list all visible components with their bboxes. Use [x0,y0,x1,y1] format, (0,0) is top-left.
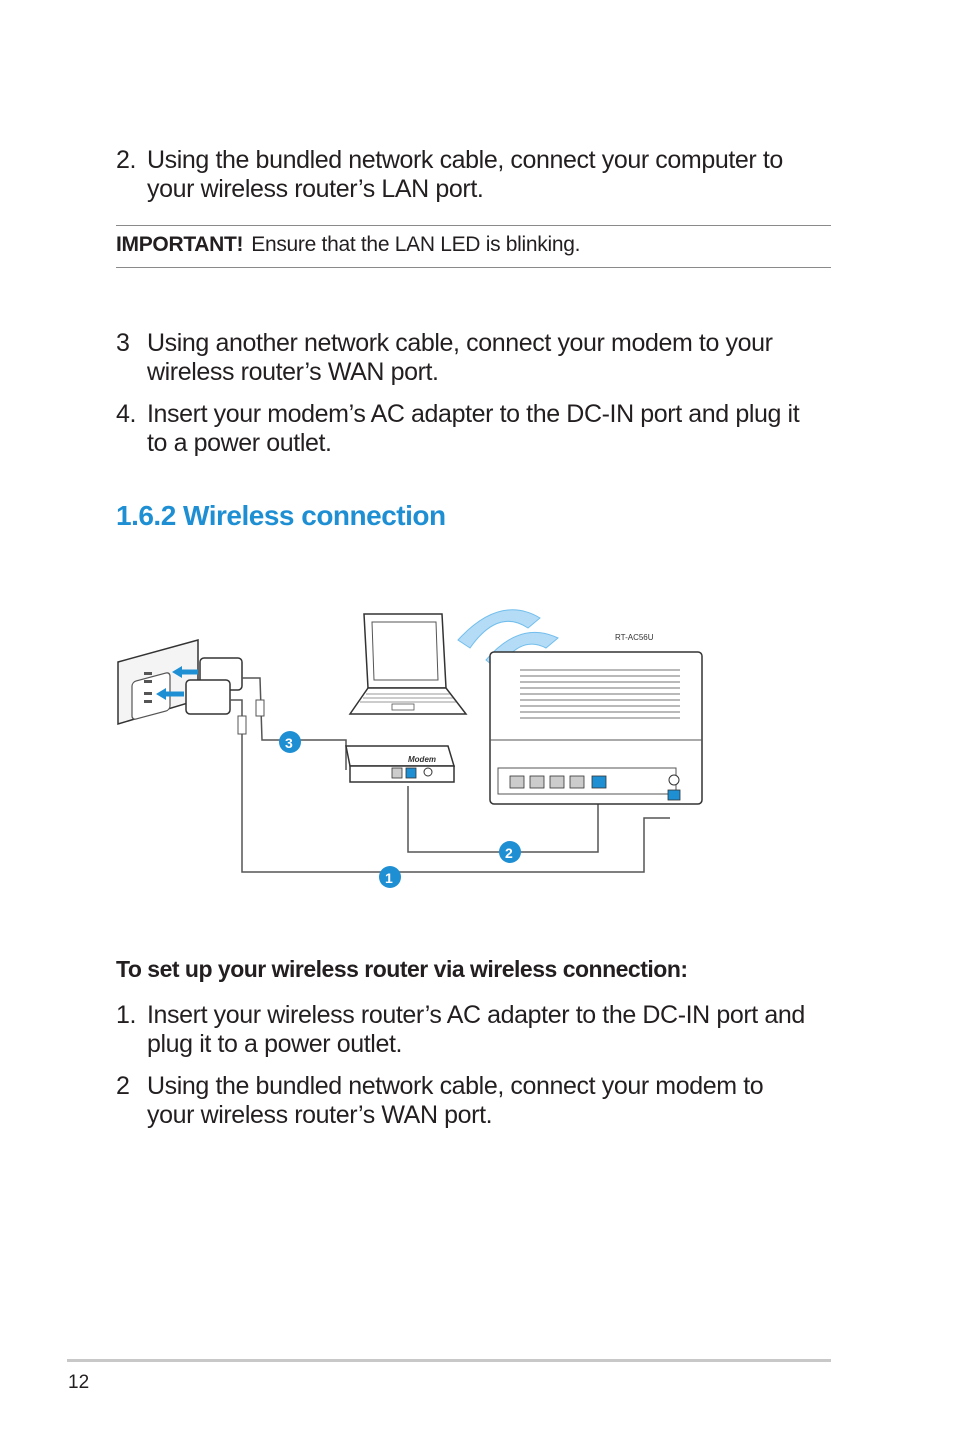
svg-text:2: 2 [505,845,513,861]
note-bottom-rule [116,267,831,268]
step-4-modem-power: 4. Insert your modem’s AC adapter to the… [116,400,816,458]
footer-rule [67,1359,831,1362]
modem-icon: Modem [345,745,456,783]
step-2-modem-wan: 2 Using the bundled network cable, conne… [116,1072,816,1130]
ac-adapters [156,657,243,715]
procedure-heading: To set up your wireless router via wirel… [116,956,688,982]
step-text: Insert your wireless router’s AC adapter… [147,1001,805,1058]
callout-1: 1 [379,866,401,888]
step-number: 3 [116,329,130,357]
router-model-label: RT-AC56U [615,633,654,642]
step-number: 2. [116,146,137,174]
note-top-rule [116,225,831,226]
svg-text:1: 1 [385,870,393,886]
router-rt-ac56u: RT-AC56U [489,633,703,805]
step-text: Insert your modem’s AC adapter to the DC… [147,400,800,457]
important-note: IMPORTANT! Ensure that the LAN LED is bli… [116,232,580,258]
important-text: Ensure that the LAN LED is blinking. [251,233,581,256]
callout-2: 2 [499,841,521,863]
section-title: 1.6.2 Wireless connection [116,500,446,531]
step-text: Using another network cable, connect you… [147,329,773,386]
page-number: 12 [68,1372,90,1393]
step-number: 1. [116,1001,137,1029]
step-3-wan: 3 Using another network cable, connect y… [116,329,816,387]
important-label: IMPORTANT! [116,233,244,256]
modem-label: Modem [408,755,436,764]
laptop-icon [348,613,468,715]
callout-3: 3 [279,731,301,753]
step-number: 4. [116,400,137,428]
step-text: Using the bundled network cable, connect… [147,1072,764,1129]
step-number: 2 [116,1072,130,1100]
step-1-router-power: 1. Insert your wireless router’s AC adap… [116,1001,816,1059]
wireless-connection-diagram: RT-AC56U Modem 3 2 1 [117,609,703,888]
wall-outlet [117,639,199,726]
svg-text:3: 3 [285,735,293,751]
step-text: Using the bundled network cable, connect… [147,146,783,203]
step-2-lan: 2. Using the bundled network cable, conn… [116,146,816,204]
